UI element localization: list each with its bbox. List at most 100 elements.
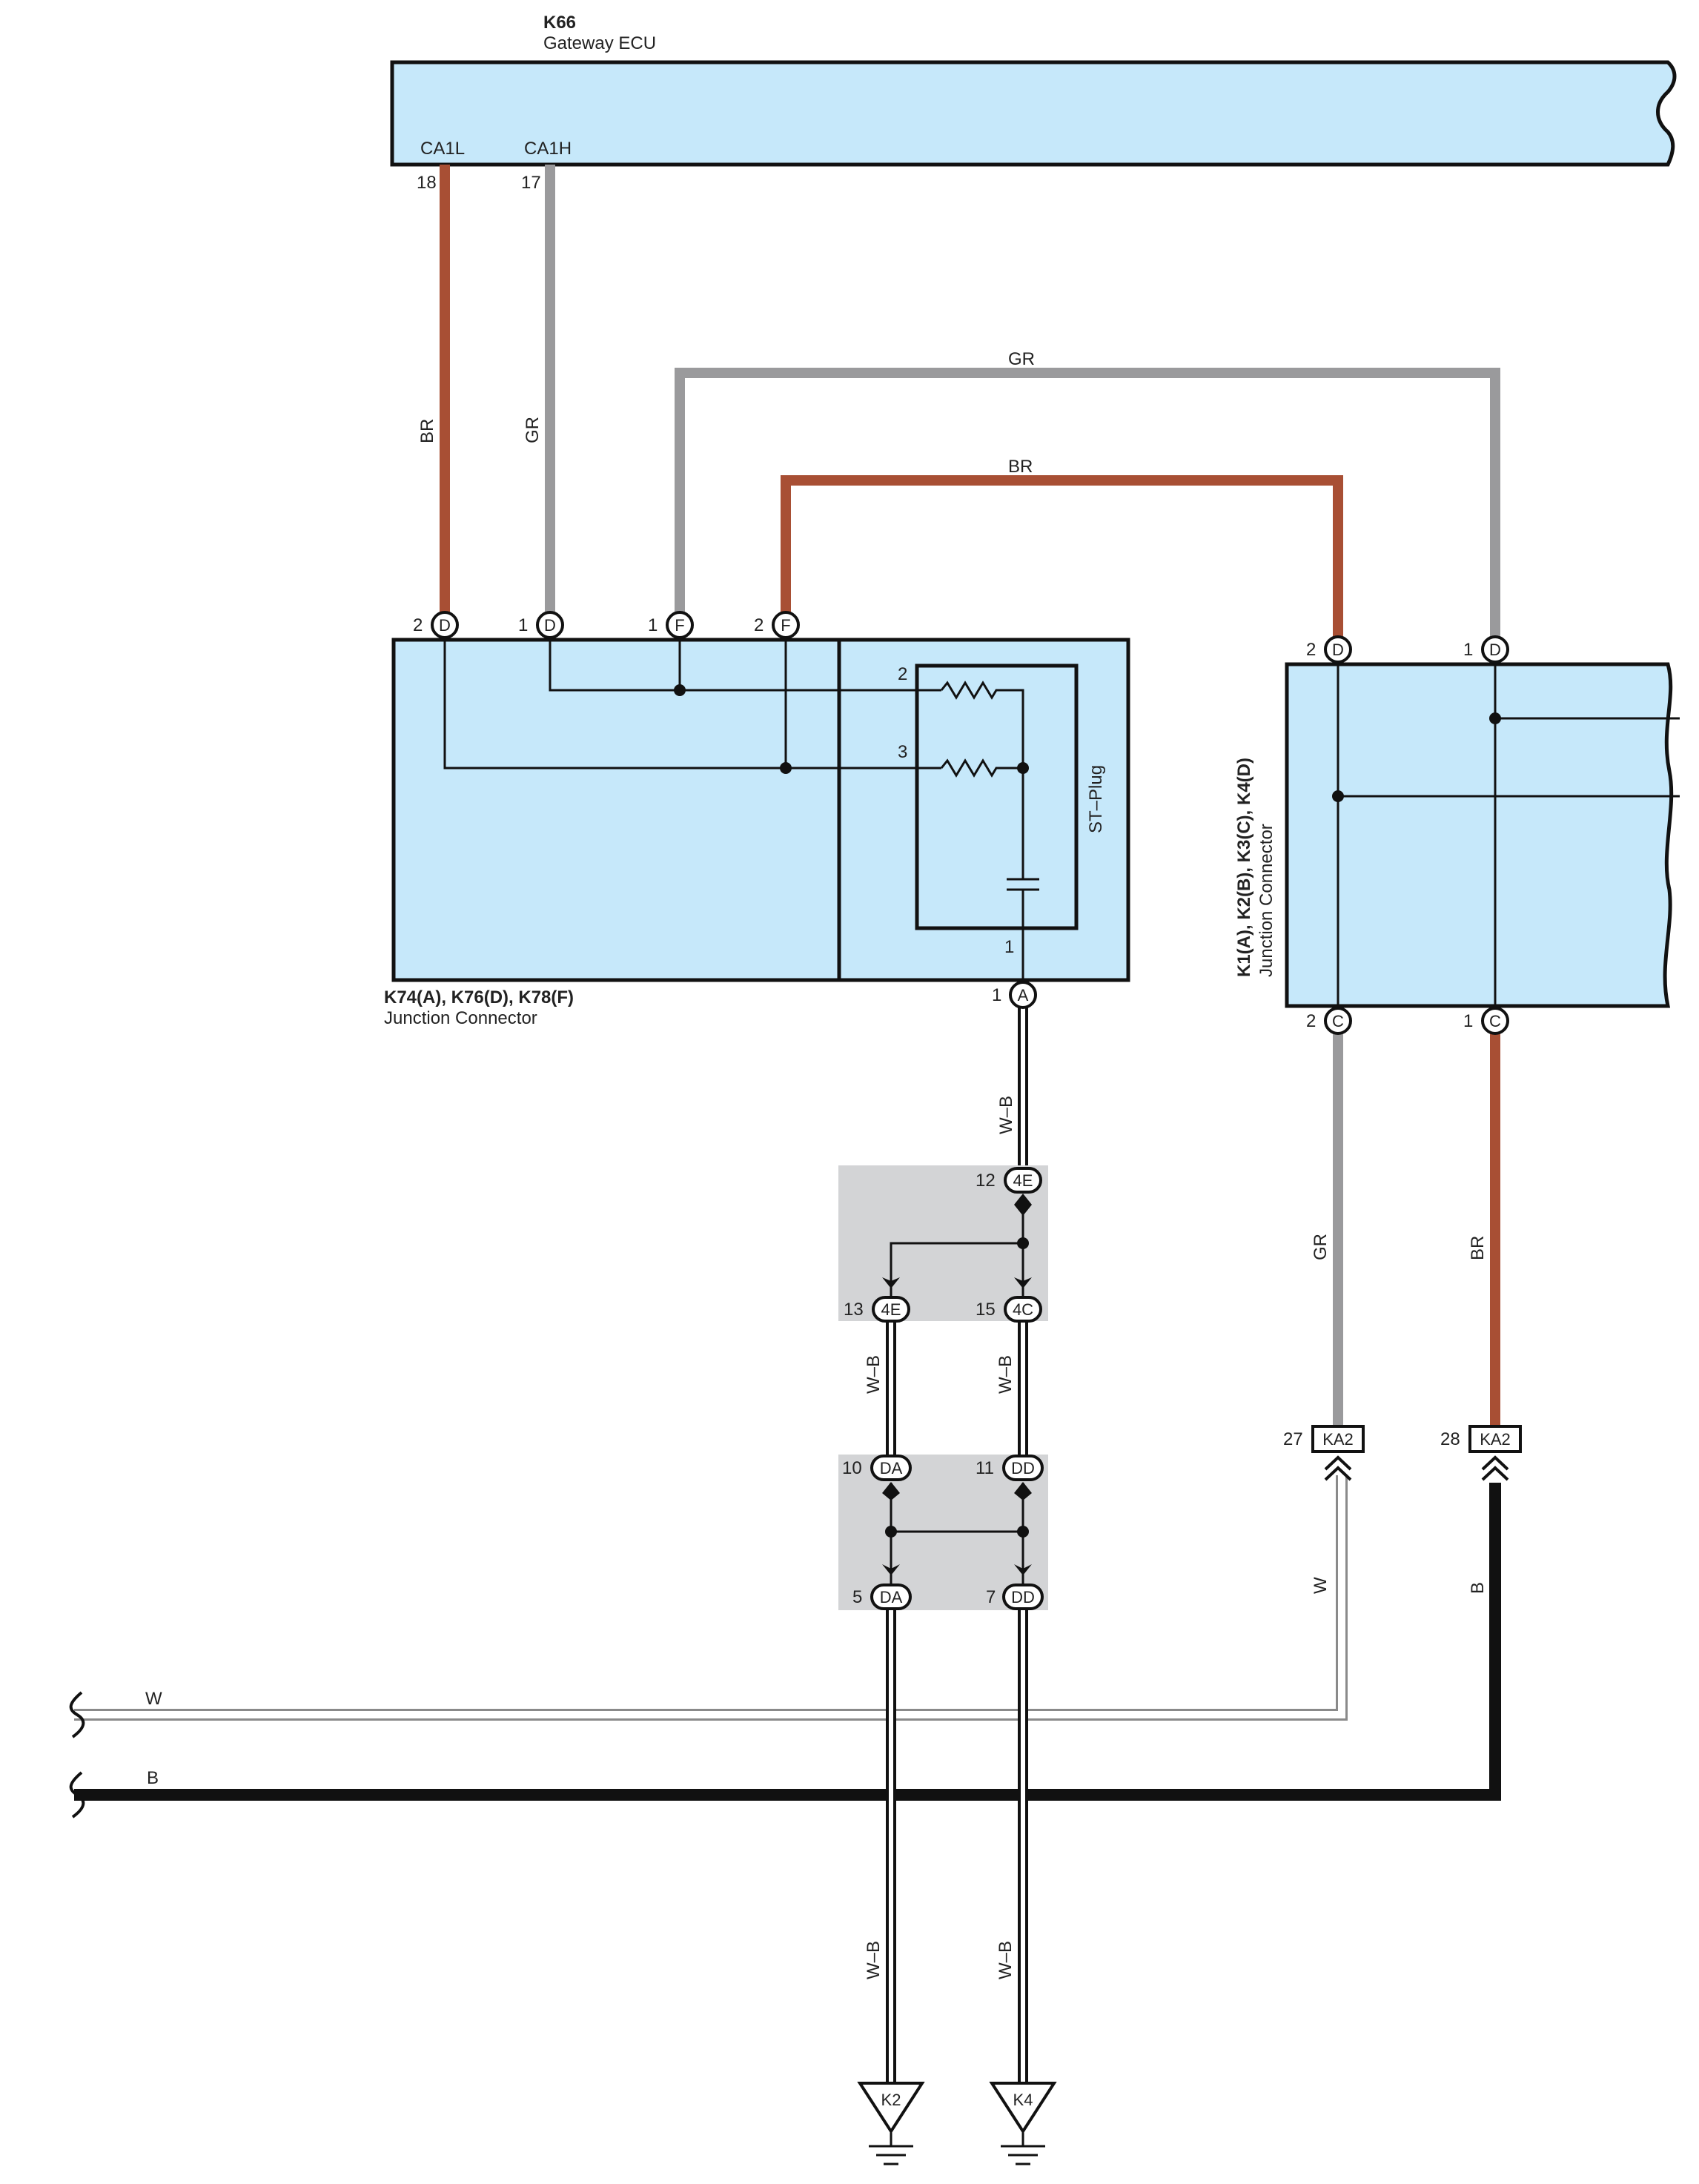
svg-text:4E: 4E xyxy=(1013,1171,1033,1190)
splice-upper: 4E 12 4E 13 4C 15 xyxy=(838,1165,1048,1323)
label-gr-ecu: GR xyxy=(523,417,543,443)
label-w-ka2: W xyxy=(1311,1577,1331,1594)
splice-pin-13-4E: 4E 13 xyxy=(844,1296,910,1323)
pin-2F-left: F 2 xyxy=(754,611,800,639)
svg-text:DD: DD xyxy=(1011,1459,1035,1477)
label-wb-13: W–B xyxy=(864,1355,884,1394)
ground-k2: K2 xyxy=(857,2082,925,2165)
wire-w xyxy=(74,1475,1348,1721)
svg-text:13: 13 xyxy=(844,1300,864,1320)
junction-dot xyxy=(1332,790,1344,802)
svg-text:7: 7 xyxy=(986,1587,996,1607)
junction-left-body xyxy=(391,638,1130,982)
svg-text:4C: 4C xyxy=(1013,1300,1033,1319)
svg-text:1: 1 xyxy=(992,985,1001,1005)
internal-circuit xyxy=(443,630,1039,980)
svg-text:11: 11 xyxy=(976,1458,994,1478)
label-b-left: B xyxy=(147,1768,159,1788)
junction-right-subtitle: Junction Connector xyxy=(1256,824,1276,977)
splice-pin-7-DD: DD 7 xyxy=(986,1584,1044,1610)
svg-text:1: 1 xyxy=(1463,640,1473,660)
gateway-ecu-id: K66 xyxy=(543,13,576,33)
pin-1C-right: C 1 xyxy=(1463,1007,1509,1035)
pin-2D-right: D 2 xyxy=(1306,635,1352,664)
resistor-2 xyxy=(940,681,1024,768)
label-gr-loop: GR xyxy=(1008,349,1035,369)
junction-right-body xyxy=(1285,662,1674,1008)
gateway-ecu-body xyxy=(390,60,1677,167)
junction-connector-right: K1(A), K2(B), K3(C), K4(D) Junction Conn… xyxy=(1234,635,1680,1035)
svg-text:DA: DA xyxy=(880,1459,903,1477)
gateway-ecu-name: Gateway ECU xyxy=(543,33,656,53)
wire-b xyxy=(74,1483,1501,1801)
svg-text:1: 1 xyxy=(648,615,658,635)
svg-text:C: C xyxy=(1332,1012,1344,1030)
pin-1A-left: A 1 xyxy=(992,981,1037,1009)
svg-text:D: D xyxy=(544,616,556,635)
internal-pin-1: 1 xyxy=(1004,937,1014,957)
wire-break-marks xyxy=(69,1691,85,1819)
svg-text:1: 1 xyxy=(1463,1011,1473,1031)
splice-pin-15-4C: 4C 15 xyxy=(976,1296,1042,1323)
svg-text:K2: K2 xyxy=(881,2091,901,2109)
label-br-loop: BR xyxy=(1008,457,1033,477)
splice-pin-10-DA: DA 10 xyxy=(842,1455,912,1481)
ecu-pin-number-18: 18 xyxy=(417,173,437,193)
wire-wb-group xyxy=(886,993,1028,2083)
junction-dot xyxy=(674,684,686,696)
svg-text:27: 27 xyxy=(1283,1429,1303,1449)
label-b-ka2: B xyxy=(1468,1582,1488,1594)
gateway-ecu: K66 Gateway ECU CA1L CA1H 18 17 xyxy=(390,13,1677,193)
connector-ka2-28: KA2 28 xyxy=(1440,1425,1522,1481)
svg-text:KA2: KA2 xyxy=(1322,1430,1354,1449)
svg-text:2: 2 xyxy=(413,615,423,635)
svg-text:F: F xyxy=(781,616,790,635)
ecu-pin-name-ca1h: CA1H xyxy=(524,139,572,159)
junction-dot xyxy=(1017,762,1029,774)
ecu-pin-number-17: 17 xyxy=(521,173,541,193)
label-wb-k4: W–B xyxy=(996,1941,1016,1979)
svg-text:2: 2 xyxy=(1306,1011,1316,1031)
label-w-left: W xyxy=(145,1689,162,1709)
junction-right-title: K1(A), K2(B), K3(C), K4(D) xyxy=(1234,758,1254,977)
label-wb-15: W–B xyxy=(996,1355,1016,1394)
wires xyxy=(74,165,1501,2083)
svg-text:DD: DD xyxy=(1011,1588,1035,1606)
resistor-3 xyxy=(940,758,1023,778)
svg-text:12: 12 xyxy=(976,1171,996,1191)
svg-text:D: D xyxy=(1489,641,1501,659)
splice-pin-11-DD: DD 11 xyxy=(976,1455,1044,1481)
svg-text:D: D xyxy=(439,616,451,635)
wire-w-inner xyxy=(74,1475,1345,1718)
label-br-ecu: BR xyxy=(417,419,437,443)
connector-ka2-27: KA2 27 xyxy=(1283,1425,1365,1481)
junction-left-title: K74(A), K76(D), K78(F) xyxy=(384,987,574,1007)
wire-labels: BR GR GR BR W–B W–B W–B GR BR W B W B W–… xyxy=(145,349,1488,1979)
pin-1D-right: D 1 xyxy=(1463,635,1509,664)
splice-pin-5-DA: DA 5 xyxy=(852,1584,912,1610)
pin-2C-right: C 2 xyxy=(1306,1007,1352,1035)
svg-text:15: 15 xyxy=(976,1300,996,1320)
wire-br-loop xyxy=(781,475,1343,639)
svg-text:KA2: KA2 xyxy=(1480,1430,1511,1449)
ground-k4: K4 xyxy=(989,2082,1057,2165)
junction-dot xyxy=(780,762,792,774)
splice-pin-12-4E: 4E 12 xyxy=(976,1167,1042,1194)
st-plug-label: ST–Plug xyxy=(1086,765,1106,833)
label-wb-k2: W–B xyxy=(864,1941,884,1979)
svg-text:10: 10 xyxy=(842,1458,862,1478)
label-br-ka2: BR xyxy=(1468,1236,1488,1260)
svg-text:DA: DA xyxy=(880,1588,903,1606)
splice-lower: DA 10 DD 11 DA 5 DD 7 xyxy=(838,1455,1048,1610)
ecu-pin-name-ca1l: CA1L xyxy=(420,139,465,159)
wire-gr-loop xyxy=(675,368,1500,639)
svg-text:1: 1 xyxy=(518,615,528,635)
svg-text:5: 5 xyxy=(852,1587,862,1607)
svg-text:2: 2 xyxy=(1306,640,1316,660)
pin-1D-left: D 1 xyxy=(518,611,564,639)
svg-text:C: C xyxy=(1489,1012,1501,1030)
svg-text:F: F xyxy=(675,616,684,635)
svg-text:D: D xyxy=(1332,641,1344,659)
svg-text:A: A xyxy=(1018,986,1029,1005)
